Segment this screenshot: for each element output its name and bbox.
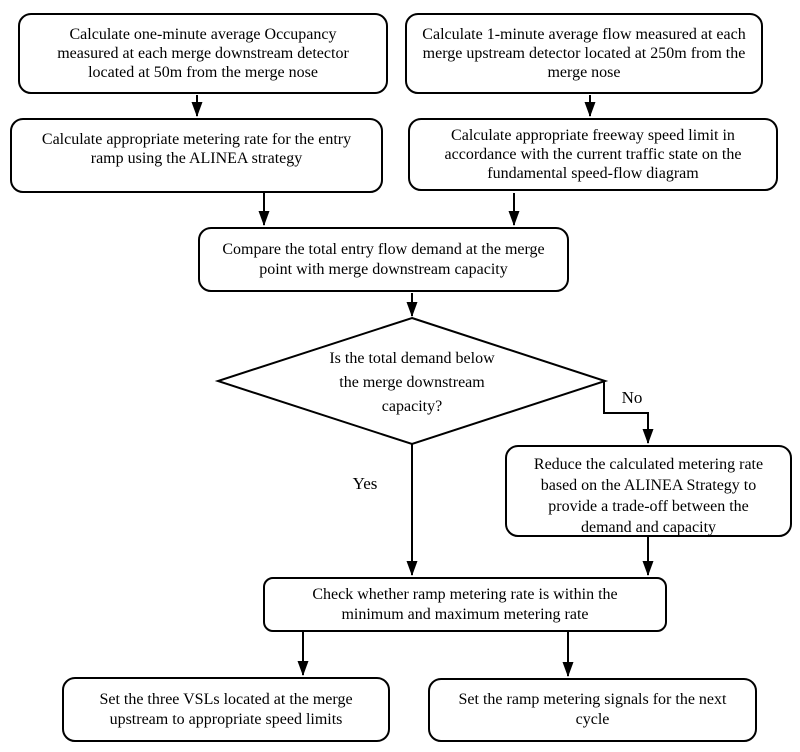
- step-calc-metering-rate: Calculate appropriate metering rate for …: [10, 118, 383, 193]
- decision-demand-below-capacity: Is the total demand below the merge down…: [329, 350, 495, 415]
- step-set-ramp-signals: Set the ramp metering signals for the ne…: [428, 678, 757, 742]
- arrow-decision-no-to-reduce: [603, 382, 654, 444]
- decision-diamond-shape: [214, 316, 609, 446]
- edge-label-yes: Yes: [352, 474, 378, 493]
- step-set-vsls: Set the three VSLs located at the merge …: [62, 677, 390, 742]
- step-reduce-metering-rate: Reduce the calculated metering rate base…: [505, 445, 792, 537]
- step-calc-speed-limit: Calculate appropriate freeway speed limi…: [408, 118, 778, 191]
- step-calc-flow: Calculate 1-minute average flow measured…: [405, 13, 763, 94]
- step-check-metering-rate: Check whether ramp metering rate is with…: [263, 577, 667, 632]
- step-compare-demand: Compare the total entry flow demand at t…: [198, 227, 569, 292]
- step-calc-occupancy: Calculate one-minute average Occupancy m…: [18, 13, 388, 94]
- edge-label-no: No: [621, 388, 643, 407]
